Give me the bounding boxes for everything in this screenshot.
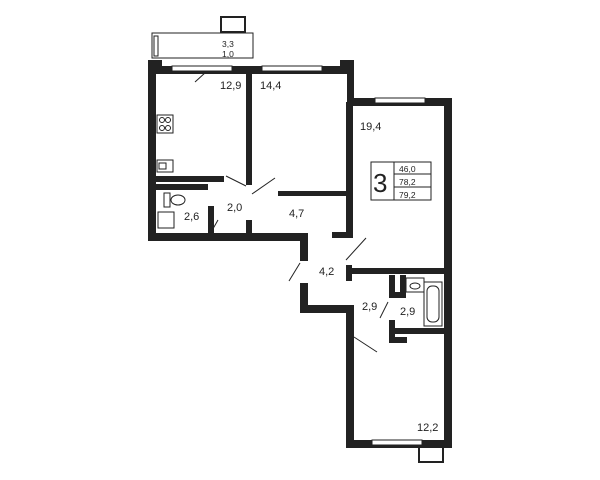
room-area-bedroom-bottom: 12,2 bbox=[417, 422, 438, 434]
room-area-living-room: 19,4 bbox=[360, 121, 381, 133]
summary-legend: 3 46,0 78,2 79,2 bbox=[370, 161, 432, 201]
balcony-area: 3,3 bbox=[222, 39, 234, 49]
room-area-corridor: 4,7 bbox=[289, 208, 304, 220]
room-area-bathroom-wc: 2,6 bbox=[184, 211, 199, 223]
toilet-icon bbox=[163, 192, 186, 208]
room-area-hall-center: 4,2 bbox=[319, 266, 334, 278]
bathroom-sink-icon bbox=[405, 277, 425, 293]
room-area-bedroom-small: 14,4 bbox=[260, 80, 281, 92]
doors bbox=[194, 71, 389, 353]
bathtub-icon bbox=[423, 281, 443, 327]
kitchen-sink-icon bbox=[156, 159, 174, 173]
room-count: 3 bbox=[373, 168, 387, 198]
summary-living-area: 46,0 bbox=[399, 164, 416, 174]
room-labels: 12,9 14,4 19,4 2,6 2,0 4,7 4,2 2,9 2,9 1… bbox=[184, 39, 438, 434]
windows bbox=[171, 65, 426, 446]
summary-total-area-balcony: 79,2 bbox=[399, 190, 416, 200]
summary-total-area: 78,2 bbox=[399, 177, 416, 187]
room-area-hall-small: 2,0 bbox=[227, 202, 242, 214]
stove-icon bbox=[156, 114, 174, 134]
room-area-bathroom: 2,9 bbox=[400, 306, 415, 318]
room-area-hall-bottom: 2,9 bbox=[362, 301, 377, 313]
balcony bbox=[151, 16, 254, 59]
balcony-coefficient: 1,0 bbox=[222, 49, 234, 59]
walls bbox=[148, 60, 452, 448]
washbasin-icon bbox=[157, 211, 175, 229]
room-area-kitchen: 12,9 bbox=[220, 80, 241, 92]
fixtures bbox=[156, 114, 443, 327]
